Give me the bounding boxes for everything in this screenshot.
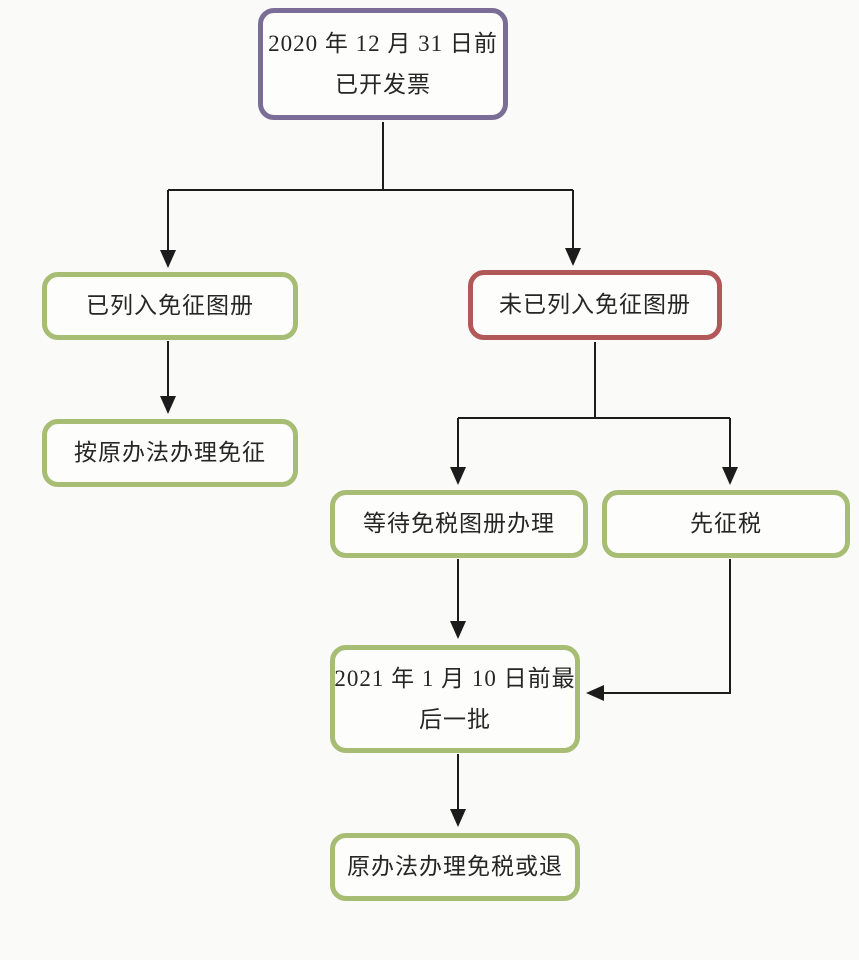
node-handle-exemption-original-method: 按原办法办理免征 — [42, 419, 298, 487]
node-listed-in-exemption-album: 已列入免征图册 — [42, 272, 298, 340]
node-tax-first: 先征税 — [602, 490, 850, 558]
node-label-line: 后一批 — [419, 707, 491, 732]
node-label-line: 先征税 — [690, 511, 762, 537]
node-last-batch-before-2021-01-10: 2021 年 1 月 10 日前最 后一批 — [330, 645, 580, 753]
node-label-line: 2020 年 12 月 31 日前 — [268, 30, 498, 56]
node-not-listed-in-exemption-album: 未已列入免征图册 — [468, 270, 722, 340]
node-wait-for-tax-free-album: 等待免税图册办理 — [330, 490, 588, 558]
connector-tax-first-to-last-batch — [586, 559, 731, 701]
node-original-method-exempt-or-refund: 原办法办理免税或退 — [330, 833, 580, 901]
node-label-line: 未已列入免征图册 — [499, 292, 691, 318]
node-invoiced-before-2020-12-31: 2020 年 12 月 31 日前 已开发票 — [258, 8, 508, 120]
node-label-line: 已开发票 — [335, 72, 431, 97]
node-label-line: 2021 年 1 月 10 日前最 — [334, 665, 576, 691]
node-label-line: 原办法办理免税或退 — [347, 854, 563, 880]
node-label-line: 按原办法办理免征 — [74, 440, 266, 466]
node-label-line: 等待免税图册办理 — [363, 511, 555, 537]
node-label-line: 已列入免征图册 — [86, 293, 254, 319]
